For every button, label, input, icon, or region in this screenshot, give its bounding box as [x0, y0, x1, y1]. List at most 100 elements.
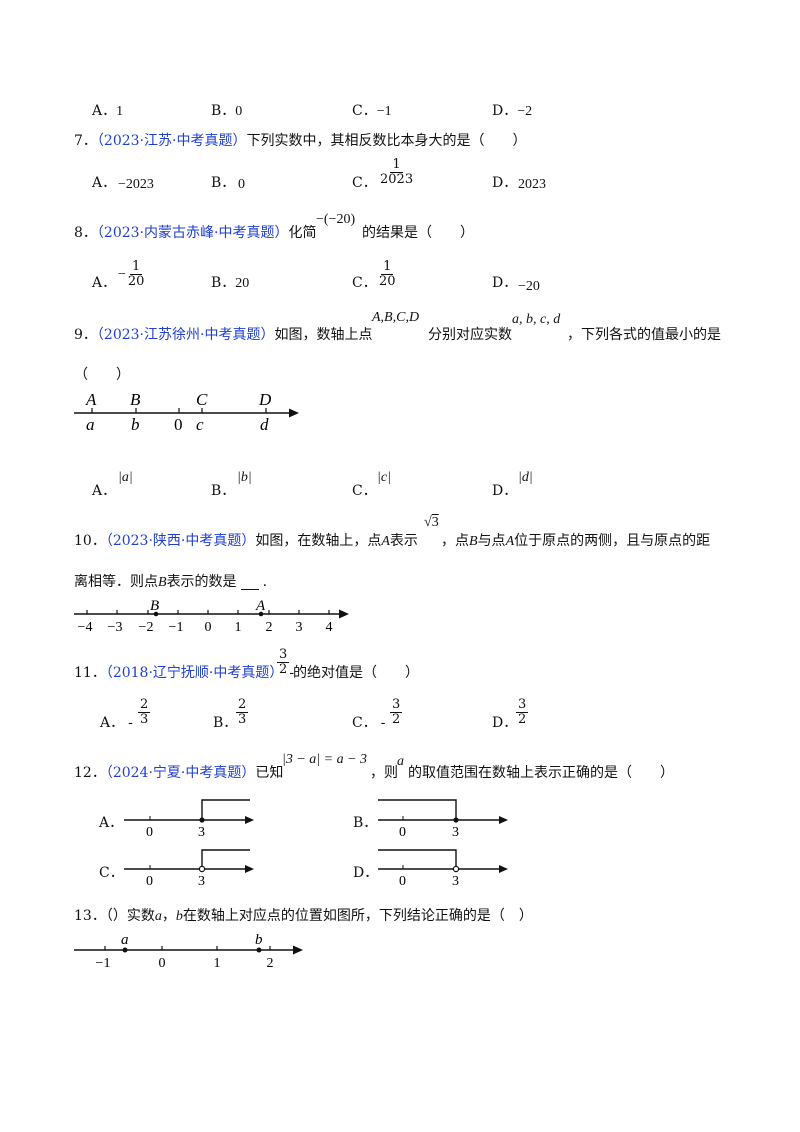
- tick-label: −4: [78, 620, 93, 635]
- q9-option-d-value: |d|: [518, 470, 533, 485]
- q9-point-a-label: A: [85, 390, 97, 409]
- tick-label: 3: [296, 620, 303, 635]
- q7-option-a: A．: [92, 175, 117, 191]
- q12-var: a: [397, 754, 404, 769]
- q10-sqrt: √3: [424, 515, 439, 530]
- tick-label: −2: [139, 620, 154, 635]
- q9-paren: （ ）: [74, 367, 130, 383]
- q12-line-c: 0 3: [124, 849, 254, 889]
- q9-option-d: D．: [492, 483, 518, 499]
- q13-point-a: [122, 947, 128, 953]
- q12-option-a: A．: [99, 815, 124, 831]
- q13-label-a: a: [121, 932, 129, 948]
- q11-stem-tail: 的绝对值是（ ）: [293, 665, 419, 681]
- question-13-stem: 13．（）实数a，b在数轴上对应点的位置如图所，下列结论正确的是（ ）: [74, 908, 533, 924]
- q9-point-d-label: D: [258, 390, 272, 409]
- tick-label: 2: [267, 956, 274, 971]
- q7-option-d-value: 2023: [518, 177, 546, 192]
- q7-option-b-value: 0: [238, 177, 245, 192]
- q13-point-b: [256, 947, 262, 953]
- tick-label: 0: [159, 956, 166, 971]
- q9-value-d-label: d: [260, 415, 269, 434]
- q9-option-b-value: |b|: [237, 470, 252, 485]
- q8-option-c: C．: [352, 275, 377, 291]
- q9-value-c-label: c: [196, 415, 204, 434]
- tick-label: 0: [205, 620, 212, 635]
- question-11-stem: 11．（2018·辽宁抚顺·中考真题）-: [74, 665, 295, 681]
- q7-option-d: D．: [492, 175, 518, 191]
- question-7-stem: 7．（2023·江苏·中考真题）下列实数中，其相反数比本身大的是（ ）: [74, 133, 527, 149]
- q7-option-c: C．: [352, 175, 377, 191]
- q10-point-b: [153, 611, 159, 617]
- q8-option-d-value: −20: [518, 279, 540, 294]
- q12-expression: |3 − a| = a − 3: [282, 752, 368, 767]
- tick-label: 1: [235, 620, 242, 635]
- q9-option-a-value: |a|: [118, 470, 133, 485]
- q10-point-a: [258, 611, 264, 617]
- q8-option-a: A．: [92, 275, 117, 291]
- tick-label: −1: [96, 956, 111, 971]
- q9-value-a-label: a: [86, 415, 95, 434]
- q11-option-b: B．: [213, 715, 238, 731]
- q10-label-a: A: [255, 598, 266, 614]
- q9-option-c: C．: [352, 483, 377, 499]
- option-b: B．0: [211, 103, 243, 119]
- q12-line-a: 0 3: [124, 799, 254, 840]
- svg-text:0: 0: [399, 874, 406, 889]
- svg-text:0: 0: [146, 874, 153, 889]
- svg-text:0: 0: [146, 825, 153, 840]
- q12-option-d: D．: [353, 865, 379, 881]
- q12-line-d: 0 3: [378, 849, 508, 889]
- q12-stem-mid: ，则: [370, 765, 398, 781]
- q12-option-c: C．: [99, 865, 124, 881]
- tick-label: −1: [169, 620, 184, 635]
- q11-option-a: A．-: [100, 715, 133, 731]
- q13-label-b: b: [255, 932, 263, 948]
- q8-stem-tail: 的结果是（ ）: [362, 225, 474, 241]
- svg-text:3: 3: [452, 874, 459, 889]
- question-source: （2023·江苏·中考真题）: [96, 133, 247, 149]
- q11-option-d: D．: [492, 715, 518, 731]
- tick-label: 2: [266, 620, 273, 635]
- question-8-stem: 8．（2023·内蒙古赤峰·中考真题）化简: [74, 225, 317, 241]
- q10-label-b: B: [150, 598, 159, 614]
- answer-blank[interactable]: [240, 575, 259, 590]
- q9-origin-label: 0: [174, 415, 183, 434]
- q11-option-c: C．-: [352, 715, 386, 731]
- q9-option-b: B．: [211, 483, 236, 499]
- q7-option-b: B．: [211, 175, 236, 191]
- question-10-stem-tail: ，点B与点A位于原点的两侧，且与原点的距: [441, 533, 711, 549]
- q9-points: A,B,C,D: [372, 310, 420, 325]
- q7-option-a-value: −2023: [118, 177, 154, 192]
- q9-vars: a, b, c, d: [512, 312, 561, 327]
- q9-stem-tail: ，下列各式的值最小的是: [567, 327, 721, 343]
- svg-text:3: 3: [198, 825, 205, 840]
- tick-label: 1: [214, 956, 221, 971]
- option-c: C．−1: [352, 103, 392, 119]
- q9-point-c-label: C: [196, 390, 208, 409]
- question-10-line2: 离相等．则点B表示的数是.: [74, 574, 268, 590]
- option-a: A．1: [92, 103, 124, 119]
- q8-option-b: B．20: [211, 275, 250, 291]
- q12-line-b: 0 3: [378, 799, 508, 840]
- question-12-stem: 12．（2024·宁夏·中考真题）已知: [74, 765, 284, 781]
- tick-label: 4: [326, 620, 333, 635]
- q9-stem-mid: 分别对应实数: [428, 327, 512, 343]
- q8-expression: −(−20): [316, 212, 356, 227]
- q9-value-b-label: b: [131, 415, 140, 434]
- question-9-stem: 9．（2023·江苏徐州·中考真题）如图，数轴上点: [74, 327, 373, 343]
- question-10-stem: 10．（2023·陕西·中考真题）如图，在数轴上，点A表示: [74, 533, 418, 549]
- q9-point-b-label: B: [130, 390, 141, 409]
- svg-text:3: 3: [452, 825, 459, 840]
- q12-stem-tail: 的取值范围在数轴上表示正确的是（ ）: [408, 765, 674, 781]
